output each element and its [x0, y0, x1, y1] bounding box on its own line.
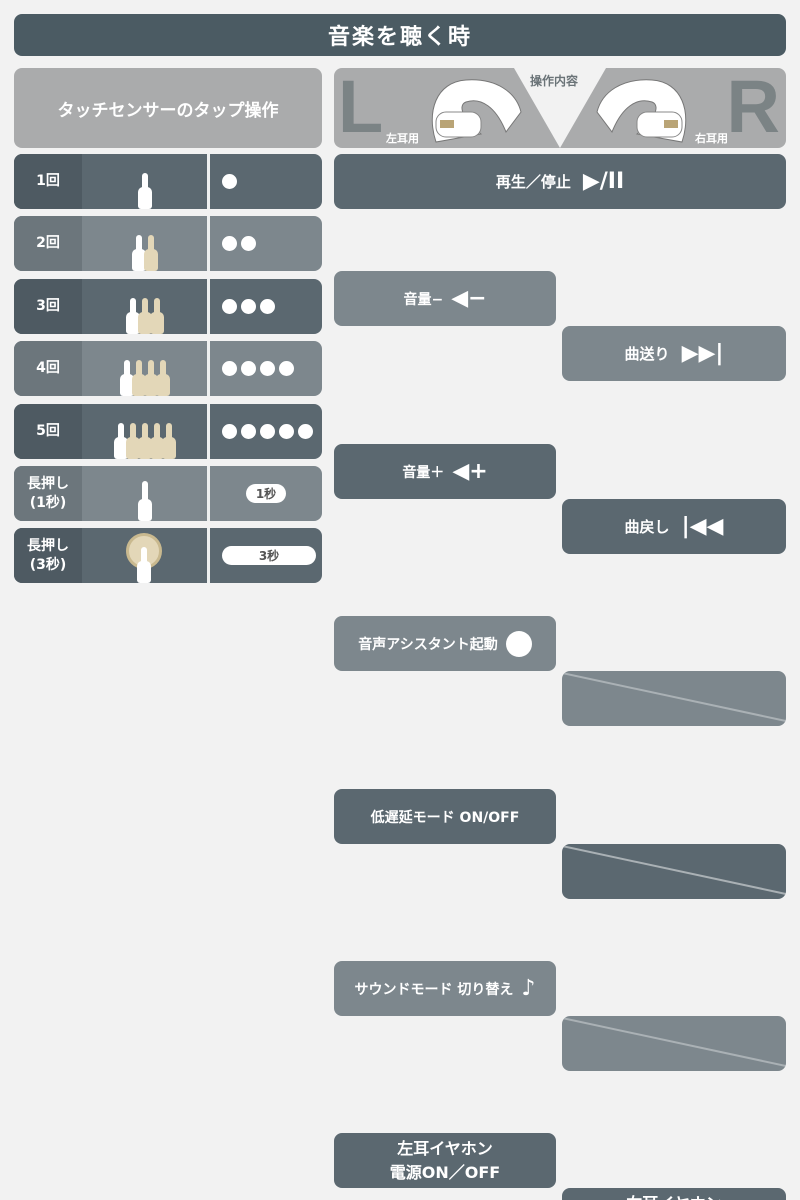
left-action-cell: 音量＋ ◀+ — [334, 444, 556, 499]
tap-dot — [260, 299, 275, 314]
empty-cell-diagonal — [562, 844, 786, 899]
tap-finger-icon — [156, 356, 170, 396]
action-label: 左耳イヤホン電源ON／OFF — [390, 1137, 500, 1185]
action-label: サウンドモード 切り替え — [355, 979, 514, 999]
empty-cell-diagonal — [562, 1016, 786, 1071]
left-action-cell: 音声アシスタント起動 — [334, 616, 556, 671]
tap-row: 4回 — [14, 341, 322, 396]
right-ear-label: 右耳用 — [695, 130, 728, 146]
left-earbud-icon — [426, 72, 526, 148]
tap-dot — [241, 299, 256, 314]
tap-finger-icon — [138, 169, 152, 209]
center-label: 操作内容 — [530, 72, 578, 89]
tap-dot — [222, 299, 237, 314]
tap-row: 3回 — [14, 279, 322, 334]
tap-finger-icon — [162, 419, 176, 459]
row-label: 5回 — [36, 422, 60, 441]
row-label: 4回 — [36, 359, 60, 378]
music-note-icon: ♪ — [521, 976, 535, 1001]
tap-dot — [222, 174, 237, 189]
tap-row: 5回 — [14, 404, 322, 459]
voice-assistant-icon — [506, 631, 532, 657]
right-action-cell: 右耳イヤホン電源ON／OFF — [562, 1188, 786, 1200]
tap-dot — [222, 424, 237, 439]
tap-row: 長押し(3秒) 3秒 — [14, 528, 322, 583]
action-label: 曲戻し — [625, 516, 670, 537]
tap-dot — [222, 236, 237, 251]
tap-dot — [279, 424, 294, 439]
play-pause-icon: ▶/II — [583, 169, 624, 194]
row-label: 1回 — [36, 172, 60, 191]
right-action-cell — [562, 1016, 786, 1071]
duration-badge: 3秒 — [222, 546, 316, 565]
empty-cell-diagonal — [562, 671, 786, 726]
left-ear-label: 左耳用 — [386, 130, 419, 146]
header-operation-content: L R 左耳用 右耳用 操作内容 — [334, 68, 786, 148]
tap-dot — [241, 236, 256, 251]
left-action-cell: 低遅延モード ON/OFF — [334, 789, 556, 844]
left-action-cell: 左耳イヤホン電源ON／OFF — [334, 1133, 556, 1188]
right-letter: R — [727, 68, 780, 148]
right-action-cell — [562, 671, 786, 726]
action-label: 音量＋ — [402, 462, 444, 482]
right-action-cell: 曲戻し |◀◀ — [562, 499, 786, 554]
row-label: 3回 — [36, 297, 60, 316]
next-track-icon: ▶▶| — [682, 341, 724, 366]
row-label: 2回 — [36, 234, 60, 253]
tap-dot — [260, 424, 275, 439]
right-earbud-icon — [592, 72, 692, 148]
action-label: 再生／停止 — [496, 171, 571, 192]
row-label: 長押し(3秒) — [27, 537, 69, 575]
previous-track-icon: |◀◀ — [682, 514, 724, 539]
long-press-finger-icon — [138, 481, 152, 521]
long-press-ring-finger-icon — [124, 531, 164, 583]
action-label: 音声アシスタント起動 — [358, 634, 497, 654]
duration-badge: 1秒 — [246, 484, 286, 503]
right-action-cell: 曲送り ▶▶| — [562, 326, 786, 381]
left-letter: L — [338, 68, 383, 148]
tap-row: 1回 — [14, 154, 322, 209]
left-action-cell: サウンドモード 切り替え ♪ — [334, 961, 556, 1016]
action-label: 音量− — [403, 289, 443, 309]
row-label: 長押し(1秒) — [27, 475, 69, 513]
tap-row: 長押し(1秒) 1秒 — [14, 466, 322, 521]
action-label: 低遅延モード ON/OFF — [371, 807, 520, 827]
action-label: 曲送り — [625, 343, 670, 364]
tap-dot — [222, 361, 237, 376]
volume-up-icon: ◀+ — [452, 459, 487, 484]
tap-row: 2回 — [14, 216, 322, 271]
header-tap-operation: タッチセンサーのタップ操作 — [14, 68, 322, 148]
right-action-cell — [562, 844, 786, 899]
page-title: 音楽を聴く時 — [14, 14, 786, 56]
tap-dot — [298, 424, 313, 439]
tap-dot — [279, 361, 294, 376]
tap-finger-icon — [144, 231, 158, 271]
volume-down-icon: ◀− — [451, 286, 486, 311]
tap-finger-icon — [150, 294, 164, 334]
left-action-cell: 音量− ◀− — [334, 271, 556, 326]
action-label: 右耳イヤホン電源ON／OFF — [619, 1192, 729, 1200]
action-cell: 再生／停止 ▶/II — [334, 154, 786, 209]
tap-dot — [260, 361, 275, 376]
tap-dot — [241, 424, 256, 439]
tap-dot — [241, 361, 256, 376]
